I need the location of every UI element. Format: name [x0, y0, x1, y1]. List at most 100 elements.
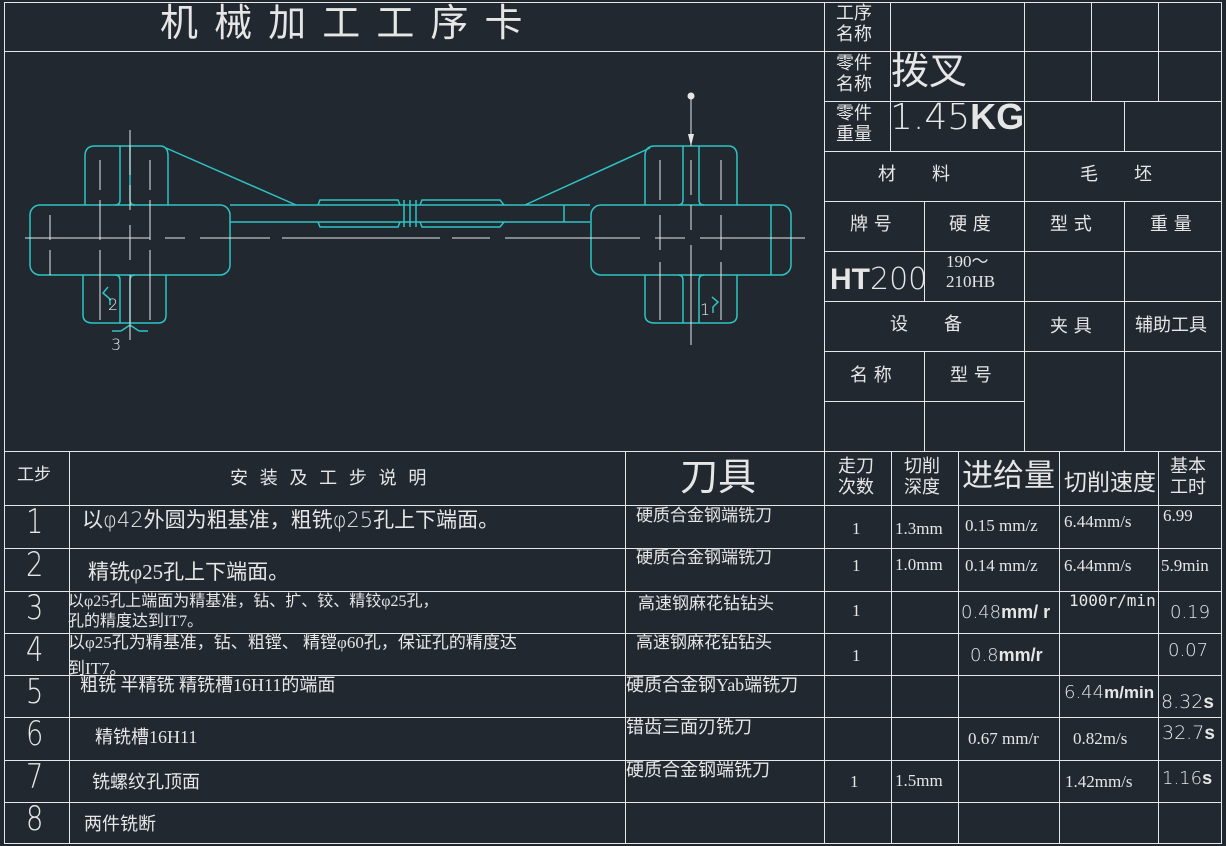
divider [1024, 101, 1025, 451]
step-feed: 0.8mm/r [970, 646, 1043, 665]
step-number: 4 [26, 630, 44, 670]
equipment-model-label: 型 号 [950, 365, 992, 386]
step-time: 1.16s [1162, 769, 1212, 788]
header-time-line-2: 工时 [1170, 476, 1206, 498]
divider [1091, 2, 1092, 102]
step-tool: 硬质合金钢端铣刀 [626, 760, 770, 781]
divider [4, 802, 1222, 803]
left-boss-top [84, 145, 169, 205]
border-right [1221, 2, 1222, 844]
material-grade-number: 200 [870, 262, 928, 297]
part-weight-unit: KG [970, 96, 1025, 137]
header-tool: 刀具 [680, 455, 757, 499]
step-feed: 0.67 mm/r [968, 729, 1039, 748]
step-tool: 硬质合金钢端铣刀 [636, 548, 772, 568]
divider [1124, 101, 1125, 151]
step-time: 5.9min [1161, 556, 1209, 575]
right-rib [524, 147, 651, 206]
step-feed-unit: mm/r [998, 645, 1043, 665]
arm-boss-left [317, 199, 401, 228]
step-feed-number: 0.48 [961, 602, 1002, 623]
part-name-label: 零件 名称 [836, 53, 872, 95]
step-speed: 1000r/min [1069, 591, 1156, 610]
left-boss-bottom [82, 275, 167, 324]
divider [824, 2, 825, 452]
border-left [4, 2, 5, 844]
material-label: 材 料 [878, 164, 950, 185]
header-time: 基本 工时 [1170, 456, 1206, 498]
divider [4, 717, 1222, 718]
header-depth-line-1: 切削 [904, 456, 940, 477]
step-time-number: 8.32 [1161, 691, 1204, 713]
header-passes: 走刀 次数 [838, 456, 874, 498]
step-passes: 1 [850, 772, 859, 791]
locator-label-3: 3 [111, 335, 121, 354]
step-description: 精铣φ25孔上下端面。 [88, 560, 290, 584]
header-passes-line-1: 走刀 [838, 456, 874, 477]
step-number: 2 [26, 545, 44, 585]
divider [1158, 451, 1159, 844]
step-time: 0.19 [1170, 602, 1211, 623]
step-speed-unit: m/min [1104, 683, 1155, 702]
step-time-unit: s [1203, 692, 1214, 713]
step-number: 7 [26, 757, 44, 797]
part-name-value: 拨叉 [891, 49, 968, 93]
divider [890, 2, 891, 152]
header-description: 安 装 及 工 步 说 明 [230, 468, 430, 489]
arm-grooves [403, 200, 417, 227]
part-weight-value: 1.45KG [890, 99, 1024, 136]
step-speed: 1.42mm/s [1065, 772, 1133, 791]
locator-2-symbol [101, 286, 111, 305]
divider [824, 101, 1222, 102]
step-time: 32.7s [1162, 722, 1215, 744]
right-boss-slot-bottom [677, 274, 705, 323]
divider [824, 151, 1222, 152]
border-top [4, 2, 1222, 3]
step-depth: 1.5mm [895, 771, 943, 790]
equipment-name-label: 名 称 [850, 365, 892, 386]
part-weight-number: 1.45 [890, 97, 971, 138]
header-feed: 进给量 [962, 458, 1055, 494]
step-passes: 1 [852, 556, 861, 575]
step-time: 6.99 [1163, 506, 1193, 525]
header-speed: 切削速度 [1064, 470, 1156, 496]
step-number: 3 [26, 588, 44, 628]
step-time-number: 32.7 [1162, 722, 1205, 744]
right-boss-slot-top [677, 146, 705, 206]
blank-label: 毛 坯 [1080, 164, 1152, 185]
divider [924, 351, 925, 451]
divider [4, 591, 1222, 592]
divider [824, 201, 1222, 202]
process-name-label: 工序 名称 [836, 3, 872, 45]
divider [69, 451, 70, 844]
hardness-line-1: 190～ [946, 252, 989, 271]
step-time: 8.32s [1161, 691, 1214, 713]
divider [1124, 201, 1125, 451]
divider [824, 451, 825, 844]
hardness-value: 190～ 210HB [946, 252, 995, 291]
step-speed: 0.82m/s [1073, 729, 1128, 748]
header-depth: 切削 深度 [904, 456, 940, 498]
divider [4, 51, 824, 52]
step-number: 1 [26, 502, 44, 542]
step-description: 以φ25孔上端面为精基准，钻、扩、铰、精铰φ25孔， [68, 593, 439, 610]
material-grade-prefix: HT [830, 263, 870, 296]
step-description-cont: 到IT7。 [68, 659, 127, 678]
equipment-label: 设 备 [890, 314, 962, 335]
divider [824, 301, 1222, 302]
left-boss-slot-top [114, 146, 136, 206]
step-description: 粗铣 半精铣 精铣槽16H11的端面 [80, 675, 336, 695]
step-feed-number: 0.8 [970, 645, 999, 666]
hardness-line-2: 210HB [946, 271, 996, 291]
divider [625, 451, 626, 844]
divider [824, 351, 1222, 352]
divider [1059, 451, 1060, 844]
header-depth-line-2: 深度 [904, 476, 940, 498]
step-time-unit: s [1204, 723, 1215, 744]
step-depth: 1.0mm [895, 555, 943, 574]
step-depth: 1.3mm [895, 519, 943, 538]
step-description: 以φ25孔为精基准，钻、粗镗、 精镗φ60孔，保证孔的精度达 [68, 633, 517, 652]
divider [4, 760, 1222, 761]
divider [958, 451, 959, 844]
divider [1024, 2, 1025, 102]
